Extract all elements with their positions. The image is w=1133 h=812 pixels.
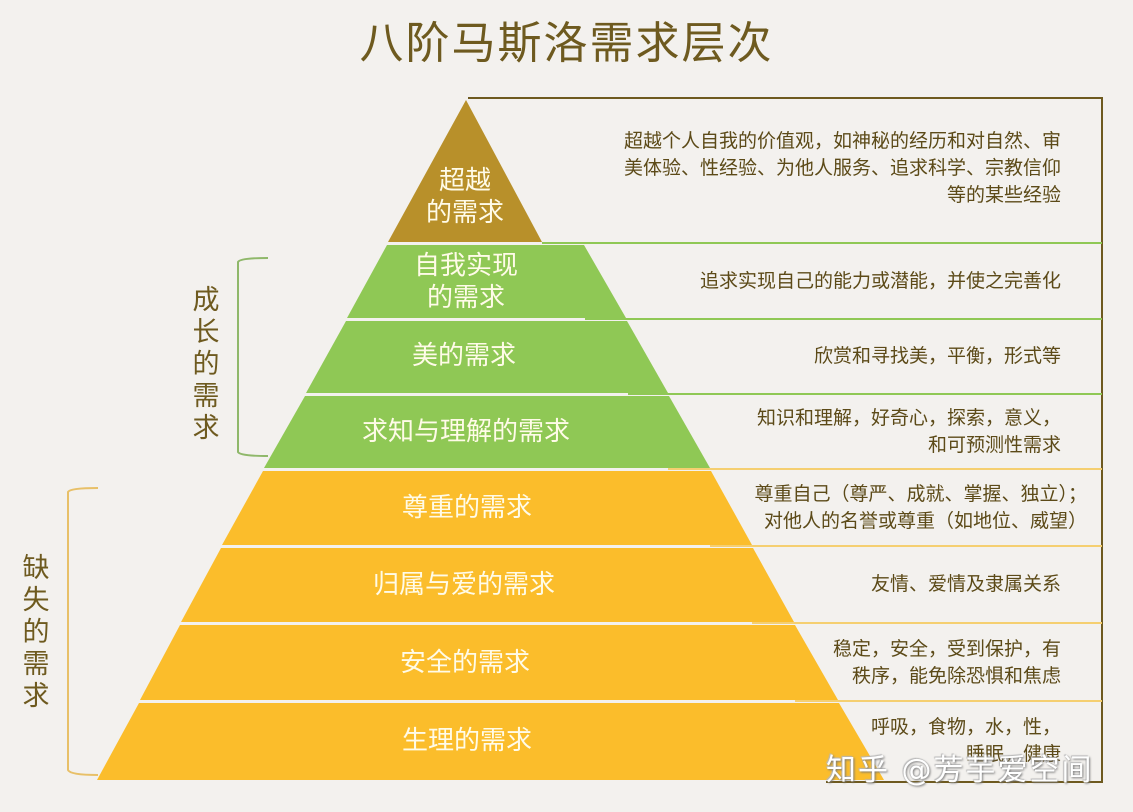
- tier-label-cognitive: 求知与理解的需求: [361, 417, 571, 447]
- tier-label-transcendence: 超越的需求: [425, 166, 505, 228]
- tier-safety: [140, 625, 838, 700]
- tier-transcendence: [388, 100, 542, 242]
- tier-label-belonging: 归属与爱的需求: [372, 570, 556, 600]
- tier-physiological: [97, 703, 884, 780]
- tier-self-actualization: [347, 245, 626, 318]
- tier-aesthetic: [306, 321, 668, 393]
- desc-belonging: 友情、爱情及隶属关系: [870, 573, 1061, 595]
- tier-label-self-actualization: 自我实现的需求: [413, 251, 519, 313]
- desc-physiological: 呼吸，食物，水，性，睡眠，健康: [870, 716, 1061, 765]
- group-label-growth: 成长的需求: [192, 285, 220, 444]
- watermark: 知乎 @芳芋爱空间: [826, 753, 1094, 788]
- desc-aesthetic: 欣赏和寻找美，平衡，形式等: [813, 345, 1061, 367]
- tier-label-physiological: 生理的需求: [401, 726, 533, 756]
- tier-esteem: [222, 471, 752, 545]
- desc-self-actualization: 追求实现自己的能力或潜能，并使之完善化: [699, 270, 1061, 292]
- growth-bracket: [237, 257, 269, 457]
- tier-belonging: [181, 548, 794, 622]
- desc-transcendence: 超越个人自我的价值观，如神秘的经历和对自然、审美体验、性经验、为他人服务、追求科…: [623, 130, 1061, 206]
- tier-cognitive: [264, 396, 710, 468]
- desc-cognitive: 知识和理解，好奇心，探索，意义，和可预测性需求: [756, 407, 1061, 456]
- tier-label-aesthetic: 美的需求: [411, 341, 517, 371]
- group-label-deficiency: 缺失的需求: [22, 553, 50, 712]
- desc-safety: 稳定，安全，受到保护，有秩序，能免除恐惧和焦虑: [832, 638, 1061, 687]
- tier-label-safety: 安全的需求: [399, 648, 531, 678]
- tier-label-esteem: 尊重的需求: [401, 493, 533, 523]
- page-title: 八阶马斯洛需求层次: [359, 18, 774, 69]
- deficiency-bracket: [67, 487, 99, 776]
- desc-esteem: 尊重自己（尊严、成就、掌握、独立）；对他人的名誉或尊重（如地位、威望）: [754, 483, 1087, 532]
